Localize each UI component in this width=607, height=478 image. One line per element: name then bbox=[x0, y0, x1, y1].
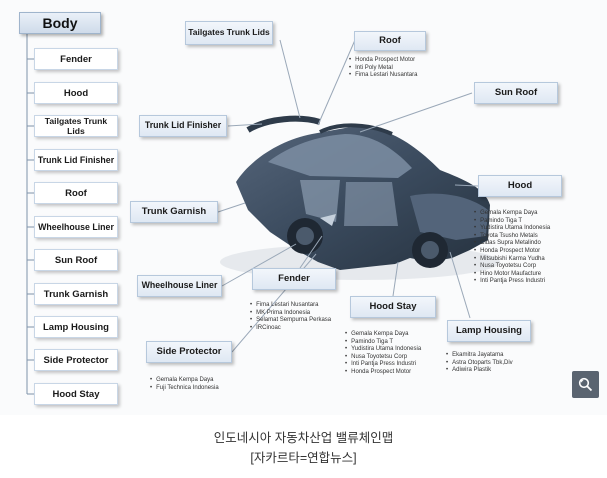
callout-roof: Roof bbox=[354, 31, 426, 51]
hood-stay-supplier: Pamindo Tiga T bbox=[345, 339, 421, 347]
hood-supplier: Pamindo Tiga T bbox=[474, 218, 550, 226]
lamp-housing-supplier: Adiwira Plastik bbox=[446, 367, 513, 375]
fender-supplier: Fima Lestari Nusantara bbox=[250, 302, 331, 310]
lamp-housing-supplier: Ekamitra Jayatama bbox=[446, 352, 513, 360]
fender-supplier: MK Prima Indonesia bbox=[250, 310, 331, 318]
callout-side-protector: Side Protector bbox=[146, 341, 232, 363]
hood-supplier: Hino Motor Maufacture bbox=[474, 271, 550, 279]
lamp-housing-supplier-list: Ekamitra Jayatama Astra Otoparts Tbk,Div… bbox=[446, 352, 513, 375]
tree-item-trunk-garnish: Trunk Garnish bbox=[34, 283, 118, 305]
tree-item-side-protector: Side Protector bbox=[34, 349, 118, 371]
hood-stay-supplier: Yudistira Utama Indonesia bbox=[345, 346, 421, 354]
side-protector-supplier: Gemala Kempa Daya bbox=[150, 377, 219, 385]
roof-supplier: Fima Lestari Nusantara bbox=[349, 72, 417, 80]
tree-item-roof: Roof bbox=[34, 182, 118, 204]
callout-hood: Hood bbox=[478, 175, 562, 197]
tree-item-lamp-housing: Lamp Housing bbox=[34, 316, 118, 338]
hood-stay-supplier: Gemala Kempa Daya bbox=[345, 331, 421, 339]
callout-lamp-housing: Lamp Housing bbox=[447, 320, 531, 342]
callout-wheelhouse-liner: Wheelhouse Liner bbox=[137, 275, 222, 297]
hood-stay-supplier-list: Gemala Kempa Daya Pamindo Tiga T Yudisti… bbox=[345, 331, 421, 377]
tree-item-fender: Fender bbox=[34, 48, 118, 70]
diagram-graphics bbox=[26, 34, 500, 395]
callout-fender: Fender bbox=[252, 268, 336, 290]
magnify-icon bbox=[578, 377, 593, 392]
tree-item-sun-roof: Sun Roof bbox=[34, 249, 118, 271]
caption-credit: [자카르타=연합뉴스] bbox=[250, 451, 357, 465]
roof-supplier-list: Honda Prospect Motor Inti Poly Metal Fim… bbox=[349, 57, 417, 80]
callout-connectors bbox=[217, 39, 479, 353]
hood-supplier-list: Gemala Kempa Daya Pamindo Tiga T Yudisti… bbox=[474, 210, 550, 286]
value-chain-diagram: Body Fender Hood Tailgates Trunk Lids Tr… bbox=[0, 0, 607, 415]
hood-supplier: Mitsubishi Karma Yudha bbox=[474, 256, 550, 264]
hood-supplier: Gemala Kempa Daya bbox=[474, 210, 550, 218]
tree-item-hood: Hood bbox=[34, 82, 118, 104]
hood-stay-supplier: Honda Prospect Motor bbox=[345, 369, 421, 377]
fender-supplier: IRCinoac bbox=[250, 325, 331, 333]
lamp-housing-supplier: Astra Otoparts Tbk,Div bbox=[446, 360, 513, 368]
car-body-illustration bbox=[220, 115, 500, 280]
side-protector-supplier-list: Gemala Kempa Daya Fuji Technica Indonesi… bbox=[150, 377, 219, 392]
caption-title: 인도네시아 자동차산업 밸류체인맵 bbox=[213, 431, 394, 445]
callout-tailgates-trunk-lids: Tailgates Trunk Lids bbox=[185, 21, 273, 45]
callout-trunk-lid-finisher: Trunk Lid Finisher bbox=[139, 115, 227, 137]
callout-trunk-garnish: Trunk Garnish bbox=[130, 201, 218, 223]
callout-sun-roof: Sun Roof bbox=[474, 82, 558, 104]
tree-item-hood-stay: Hood Stay bbox=[34, 383, 118, 405]
hood-supplier: Toyota Tsusho Metals bbox=[474, 233, 550, 241]
hood-supplier: Cidas Supra Metalindo bbox=[474, 240, 550, 248]
tree-connectors bbox=[26, 34, 34, 395]
fender-supplier: Selamat Sempurna Perkasa bbox=[250, 317, 331, 325]
tree-item-trunk-lid-finisher: Trunk Lid Finisher bbox=[34, 149, 118, 171]
hood-supplier: Yudistira Utama Indonesia bbox=[474, 225, 550, 233]
body-root-node: Body bbox=[19, 12, 101, 34]
roof-supplier: Honda Prospect Motor bbox=[349, 57, 417, 65]
callout-hood-stay: Hood Stay bbox=[350, 296, 436, 318]
hood-stay-supplier: Nusa Toyotetsu Corp bbox=[345, 354, 421, 362]
hood-supplier: Nusa Toyotetsu Corp bbox=[474, 263, 550, 271]
tree-item-tailgates-trunk-lids: Tailgates Trunk Lids bbox=[34, 115, 118, 137]
side-protector-supplier: Fuji Technica Indonesia bbox=[150, 385, 219, 393]
tree-item-wheelhouse-liner: Wheelhouse Liner bbox=[34, 216, 118, 238]
zoom-button[interactable] bbox=[572, 371, 599, 398]
fender-supplier-list: Fima Lestari Nusantara MK Prima Indonesi… bbox=[250, 302, 331, 332]
roof-supplier: Inti Poly Metal bbox=[349, 65, 417, 73]
hood-supplier: Inti Pantja Press Industri bbox=[474, 278, 550, 286]
hood-stay-supplier: Inti Pantja Press Industri bbox=[345, 361, 421, 369]
hood-supplier: Honda Prospect Motor bbox=[474, 248, 550, 256]
